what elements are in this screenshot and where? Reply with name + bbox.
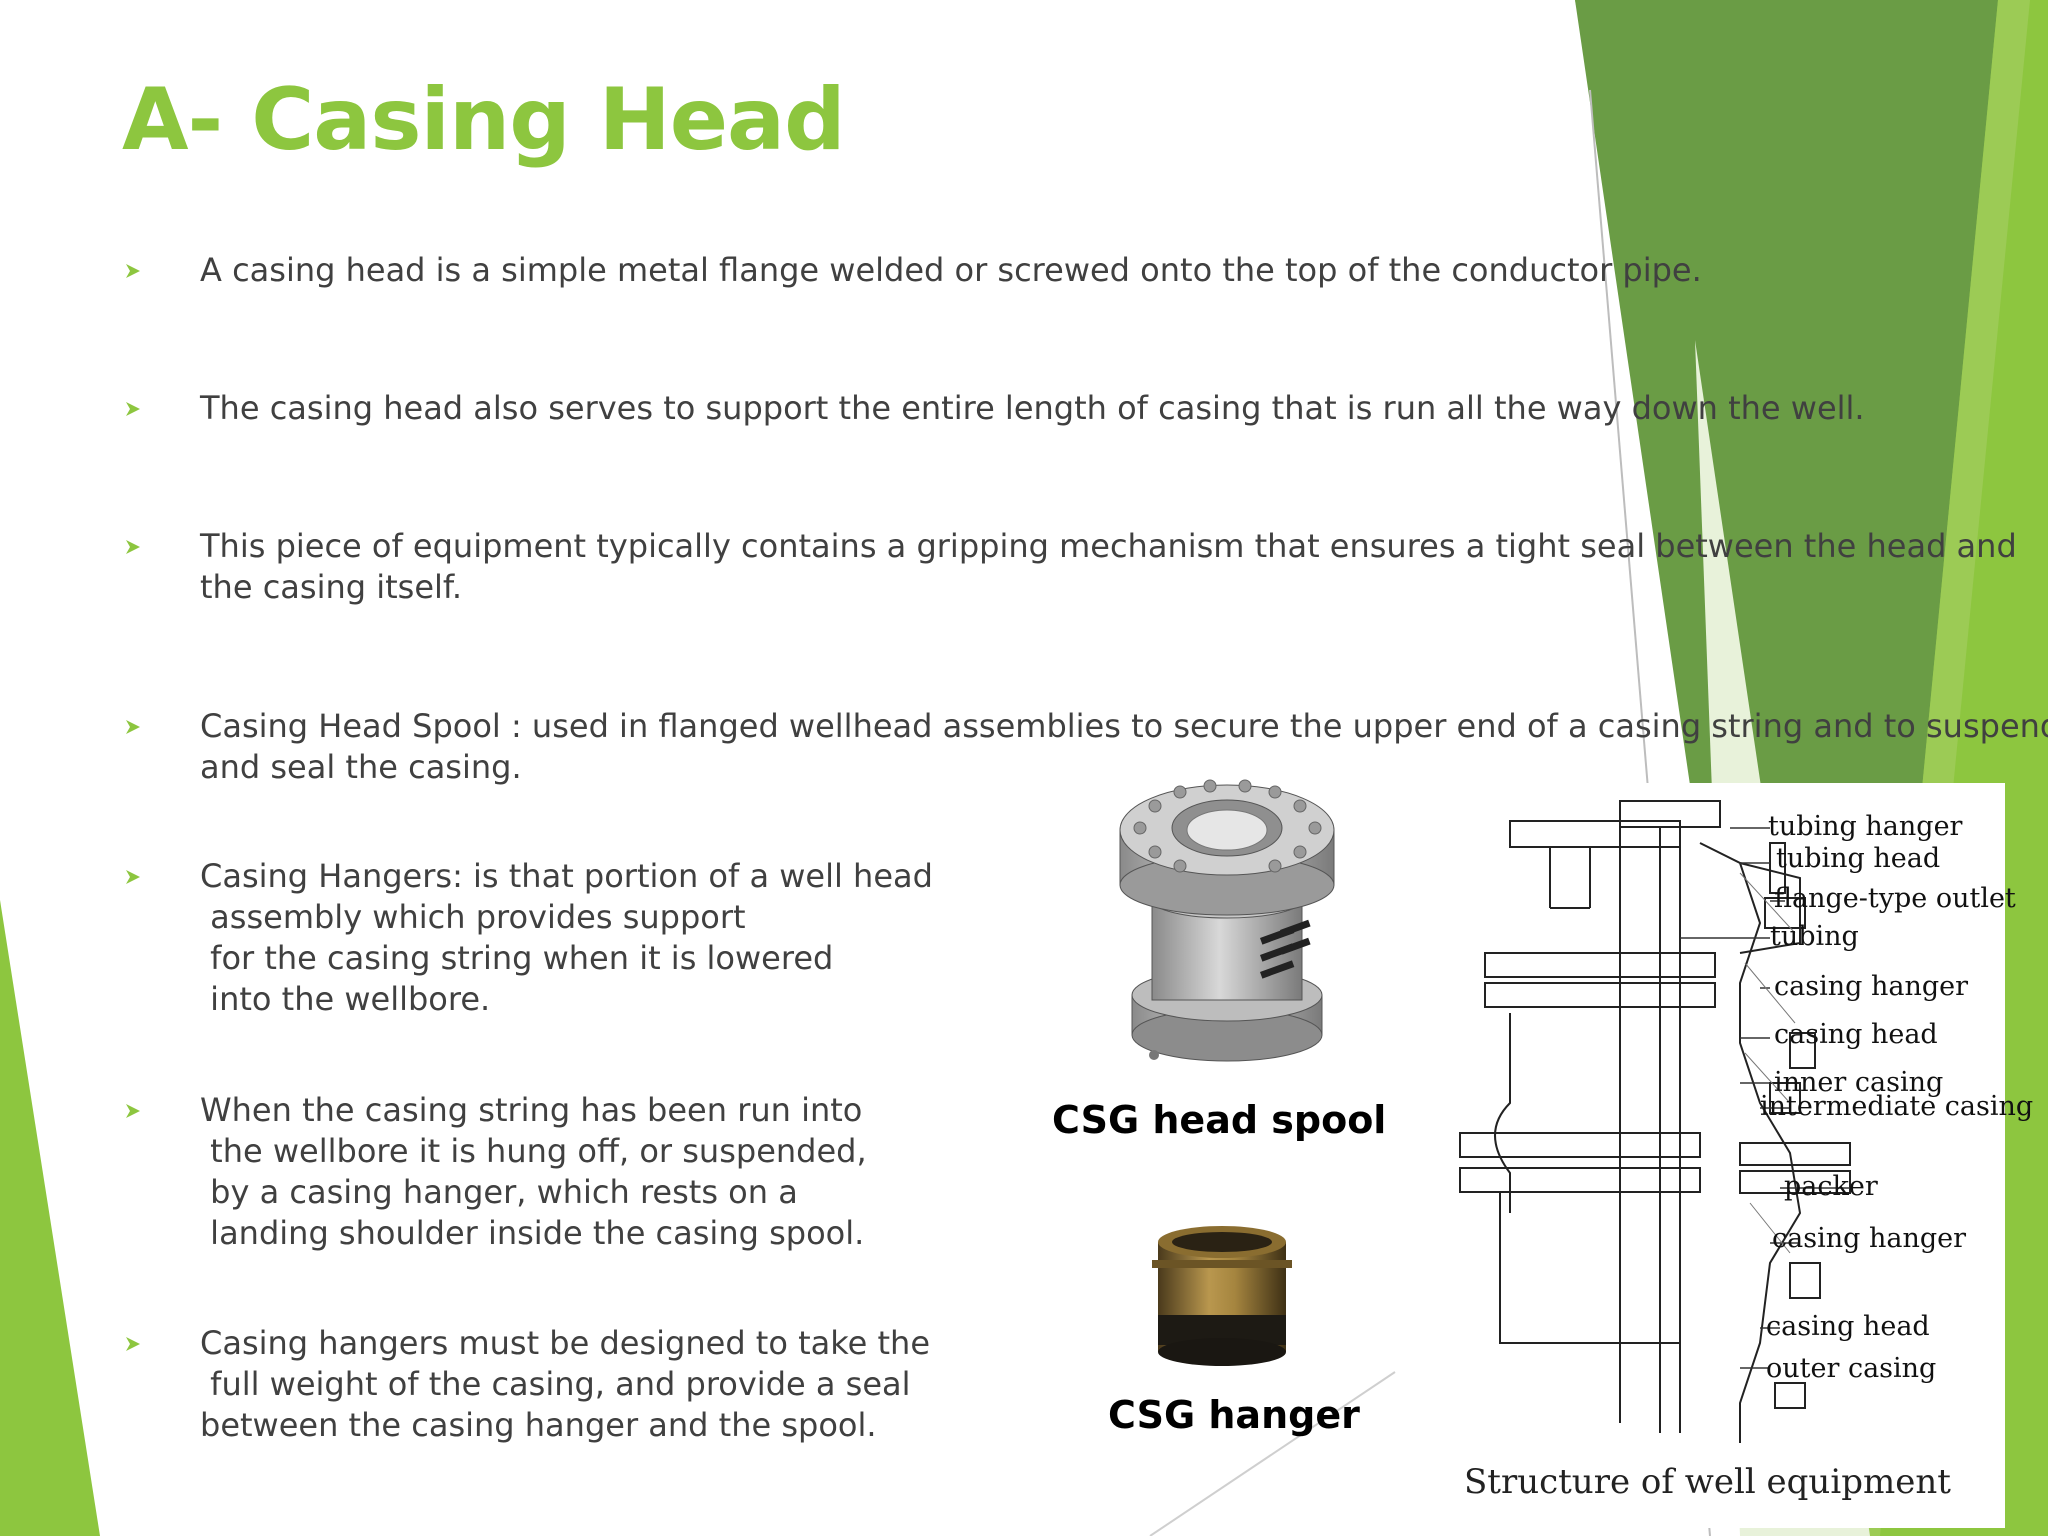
diagram-drawing [1459, 800, 1851, 1443]
casing-head-spool-image [1119, 779, 1335, 1062]
arrow-bullet-icon [126, 1104, 140, 1118]
label-casing-head-lower: casing head [1766, 1311, 1930, 1342]
label-tubing: tubing [1770, 921, 1859, 952]
bullet-text: Casing hangers must be designed to take … [200, 1324, 931, 1444]
label-outer-casing: outer casing [1766, 1353, 1937, 1384]
bullet-text: The casing head also serves to support t… [200, 389, 1865, 427]
label-tubing-hanger: tubing hanger [1768, 811, 1963, 842]
label-inner-casing: inner casing [1774, 1067, 1944, 1098]
bullet-text: Casing Hangers: is that portion of a wel… [200, 857, 933, 1018]
arrow-bullet-icon [126, 720, 140, 734]
label-flange-type-outlet: flange-type outlet [1774, 883, 2016, 914]
label-casing-hanger-upper: casing hanger [1774, 971, 1969, 1002]
bullet-text: A casing head is a simple metal flange w… [200, 251, 1702, 289]
well-structure-diagram: tubing hanger tubing head flange-type ou… [1440, 783, 2033, 1528]
label-tubing-head: tubing head [1776, 843, 1941, 874]
label-intermediate-casing: intermediate casing [1760, 1091, 2034, 1122]
arrow-bullet-icon [126, 540, 140, 554]
label-casing-hanger-lower: casing hanger [1772, 1223, 1967, 1254]
label-packer: packer [1784, 1171, 1878, 1202]
spool-caption: CSG head spool [1052, 1098, 1387, 1142]
right-dark-green-shape [1575, 0, 1998, 1536]
thin-line-bottom [1149, 1371, 1396, 1536]
bullet-text: When the casing string has been run into… [200, 1091, 867, 1252]
diagram-caption: Structure of well equipment [1464, 1462, 1951, 1502]
arrow-bullet-icon [126, 264, 140, 278]
arrow-bullet-icon [126, 1337, 140, 1351]
bullet-text: This piece of equipment typically contai… [200, 527, 2017, 606]
arrow-bullet-icon [126, 402, 140, 416]
casing-hanger-image [1152, 1226, 1292, 1366]
label-casing-head-upper: casing head [1774, 1019, 1938, 1050]
bullet-text: Casing Head Spool : used in flanged well… [200, 707, 2048, 786]
arrow-bullet-icon [126, 870, 140, 884]
left-green-shape [0, 900, 100, 1536]
hanger-caption: CSG hanger [1108, 1393, 1360, 1437]
slide-title: A- Casing Head [122, 70, 846, 170]
